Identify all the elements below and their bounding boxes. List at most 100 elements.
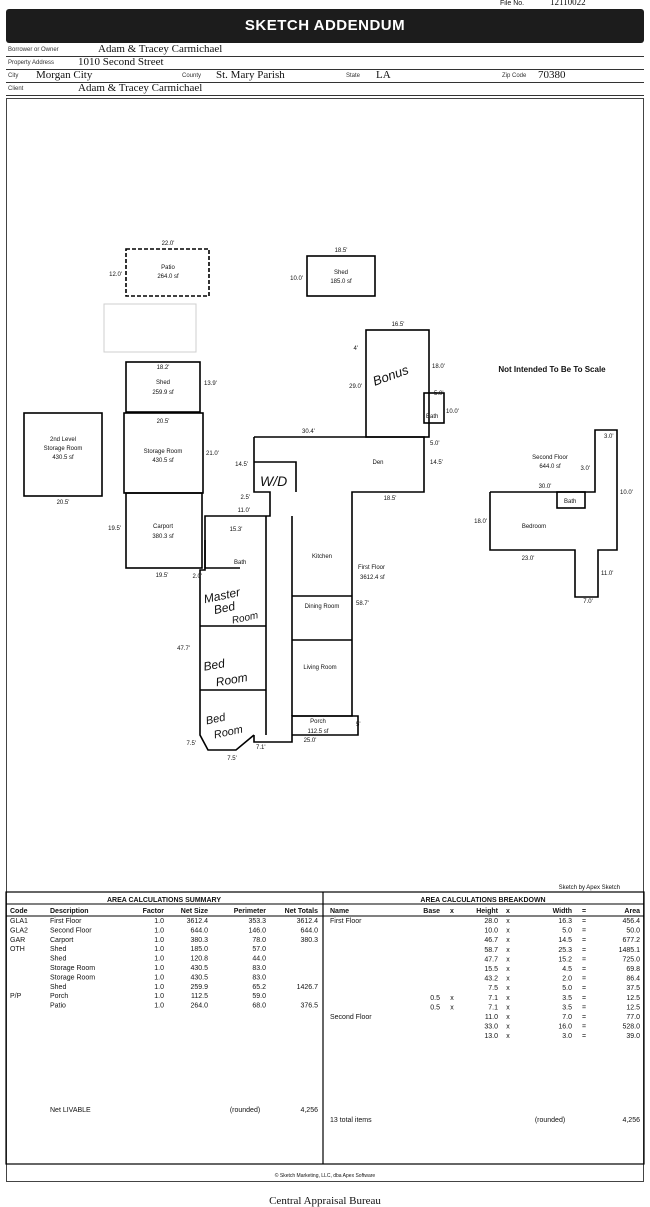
breakdown-cell: 0.5 [430, 995, 440, 1002]
den-dim-4: 14.5' [430, 460, 443, 466]
file-number: File No. 12110022 [500, 0, 650, 9]
bath-second-outline [556, 491, 586, 509]
breakdown-cell: x [506, 1014, 510, 1021]
breakdown-cell: 12.5 [626, 995, 640, 1002]
summary-cell: Shed [50, 946, 66, 953]
summary-cell: 78.0 [252, 937, 266, 944]
carport-label: Carport [153, 524, 173, 530]
breakdown-cell: 2.0 [562, 976, 572, 983]
summary-cell: 1.0 [154, 946, 164, 953]
zip-label: Zip Code [502, 73, 527, 79]
breakdown-cell: 58.7 [484, 947, 498, 954]
ff-dim-b: 2.5' [241, 495, 251, 501]
breakdown-cell: 15.2 [558, 956, 572, 963]
den-dim-1: 30.4' [302, 429, 315, 435]
breakdown-cell: 7.0 [562, 1014, 572, 1021]
summary-cell: 1.0 [154, 974, 164, 981]
shed-1-outline [306, 255, 376, 297]
breakdown-cell: 7.1 [488, 1004, 498, 1011]
breakdown-header-cell: Name [330, 908, 349, 915]
porch-label: Porch [310, 719, 326, 725]
ff-dim-e: 2.0' [193, 574, 203, 580]
shed-2-label: Shed [156, 380, 170, 386]
breakdown-cell: x [506, 976, 510, 983]
summary-cell: Shed [50, 984, 66, 991]
bonus-left-dim: 4' [354, 346, 358, 352]
sketch-frame [6, 98, 644, 1182]
breakdown-cell: x [450, 995, 454, 1002]
breakdown-header-cell: Base [423, 908, 440, 915]
breakdown-header-cell: Height [476, 908, 498, 915]
storage-2nd-area: 430.5 sf [52, 455, 74, 461]
blank-label-box [103, 303, 197, 353]
patio-side-dim: 12.0' [109, 272, 122, 278]
carport-side-dim: 19.5' [108, 526, 121, 532]
net-livable-value: 4,256 [300, 1107, 318, 1114]
bedroom-label: Bedroom [522, 524, 546, 530]
shed-1-side-dim: 10.0' [290, 276, 303, 282]
carport-bottom-dim: 19.5' [156, 573, 169, 579]
breakdown-cell: = [582, 985, 586, 992]
bath-right-outline [423, 392, 445, 424]
second-floor-area: 644.0 sf [539, 464, 561, 470]
form-title-bar: SKETCH ADDENDUM [6, 9, 644, 43]
breakdown-cell: 677.2 [622, 937, 640, 944]
kitchen-label: Kitchen [312, 554, 332, 560]
breakdown-cell: 10.0 [484, 928, 498, 935]
breakdown-cell: x [506, 995, 510, 1002]
breakdown-cell: = [582, 1014, 586, 1021]
summary-header-cell: Net Size [181, 908, 208, 915]
summary-cell: 83.0 [252, 965, 266, 972]
storage-room-area: 430.5 sf [152, 458, 174, 464]
carport-area: 380.3 sf [152, 534, 174, 540]
summary-cell: Shed [50, 956, 66, 963]
second-floor-outline [489, 429, 618, 598]
porch-outline [292, 715, 359, 736]
summary-title: AREA CALCULATIONS SUMMARY [107, 897, 221, 904]
breakdown-cell: x [506, 947, 510, 954]
storage-room-side-dim: 21.0' [206, 451, 219, 457]
breakdown-cell: 39.0 [626, 1033, 640, 1040]
not-to-scale-note: Not Intended To Be To Scale [498, 365, 606, 374]
breakdown-cell: x [506, 1024, 510, 1031]
den-dim-3: 18.5' [384, 496, 397, 502]
breakdown-cell: 14.5 [558, 937, 572, 944]
second-floor-dim-5: 11.0' [601, 571, 613, 577]
summary-cell: Second Floor [50, 927, 92, 934]
second-floor-label: Second Floor [532, 455, 568, 461]
ff-dim-c: 11.0' [238, 508, 250, 514]
summary-cell: Patio [50, 1003, 66, 1010]
patio-label: Patio [161, 265, 175, 271]
borrower-row: Borrower or Owner Adam & Tracey Carmicha… [6, 43, 644, 57]
ff-dim-d: 15.3' [230, 527, 243, 533]
bed-room-2-line1: Bed [205, 711, 228, 727]
breakdown-cell: 725.0 [622, 956, 640, 963]
summary-cell: 3612.4 [187, 918, 209, 925]
summary-cell: Storage Room [50, 974, 95, 981]
ff-dim-l: 5' [356, 722, 360, 728]
breakdown-cell: Second Floor [330, 1014, 372, 1021]
breakdown-cell: 7.1 [488, 995, 498, 1002]
breakdown-cell: 50.0 [626, 928, 640, 935]
bonus-label: Bonus [371, 362, 411, 389]
master-label-2: Bed [212, 599, 236, 617]
bath-right-label: Bath [426, 414, 438, 420]
breakdown-cell: 3.5 [562, 995, 572, 1002]
breakdown-cell: = [582, 937, 586, 944]
breakdown-cell: 3.5 [562, 1004, 572, 1011]
storage-2nd-bottom-dim: 20.5' [57, 500, 70, 506]
master-label-3: Room [231, 610, 259, 626]
summary-cell: 59.0 [252, 993, 266, 1000]
breakdown-cell: 13.0 [484, 1033, 498, 1040]
shed-1-area: 185.0 sf [330, 279, 352, 285]
ff-dim-j: 7.1' [256, 745, 266, 751]
address-value: 1010 Second Street [78, 56, 164, 68]
summary-cell: 644.0 [190, 927, 208, 934]
breakdown-cell: x [450, 1004, 454, 1011]
file-number-label: File No. [500, 0, 525, 7]
breakdown-header-cell: = [582, 908, 586, 915]
summary-cell: 1.0 [154, 956, 164, 963]
breakdown-header-cell: x [506, 908, 510, 915]
breakdown-cell: 28.0 [484, 918, 498, 925]
